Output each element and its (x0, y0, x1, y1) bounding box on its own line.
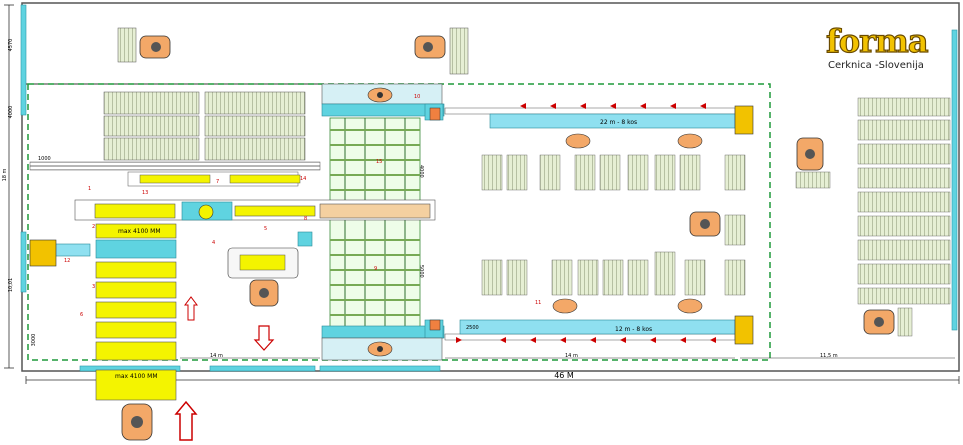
dim-height-top: 4570 (8, 39, 14, 52)
bottom-left-feeder (95, 369, 177, 401)
mid-blue-unit (297, 231, 313, 247)
forklift-right-mid (689, 211, 721, 237)
label-max-bottom: max 4100 MM (115, 373, 158, 380)
forklift-center-top (367, 87, 393, 103)
num-13: 13 (142, 190, 148, 196)
forklift-right-upper (565, 133, 703, 149)
forklift-right-lower (552, 298, 703, 314)
storage-stacks-top-left (103, 91, 306, 161)
num-7: 7 (216, 179, 219, 185)
central-roller-grid (329, 117, 421, 331)
inbound-arrow-bottom (174, 400, 198, 441)
dim-v-mid-1: 4000 (418, 165, 424, 178)
forklift-top-1 (117, 27, 171, 63)
conveyor-bottom-right (444, 315, 754, 345)
num-6: 6 (80, 312, 83, 318)
conveyor-top-right (444, 105, 754, 135)
num-4: 4 (212, 240, 215, 246)
top-pallet-line (127, 171, 301, 187)
wall-left (20, 4, 27, 116)
num-15: 15 (376, 159, 382, 165)
dim-v-mid-2: 5000 (418, 265, 424, 278)
label-max-main: max 4100 MM (118, 228, 161, 235)
num-9: 9 (374, 266, 377, 272)
brand-location: Cerknica -Slovenija (828, 60, 924, 71)
dim-height-mid: 4000 (8, 106, 14, 119)
dim-seg-left: 14 m (210, 353, 223, 359)
forklift-center-bottom (367, 341, 393, 357)
brand-logo: forma (826, 22, 928, 60)
stacks-right-upper (481, 154, 746, 246)
central-conveyor-top (321, 103, 445, 117)
direction-arrows-bottom (456, 337, 716, 343)
dim-height-lower: 10,01 (8, 278, 14, 292)
forklift-far-right-top (795, 137, 831, 189)
num-3: 3 (92, 284, 95, 290)
forklift-mid (249, 279, 279, 307)
stacks-right-lower (481, 251, 746, 296)
num-14: 14 (300, 176, 306, 182)
num-11: 11 (535, 300, 541, 306)
direction-arrows-top (520, 103, 706, 109)
wall-left-lower (20, 231, 27, 293)
machine-numbers: 1 2 3 4 5 6 7 8 9 10 11 12 13 14 15 (64, 94, 541, 318)
dim-total-width: 46 M (554, 371, 574, 380)
main-process-line (29, 161, 436, 221)
label-left-side: 1000 (38, 156, 51, 162)
storage-stacks-far-right (857, 97, 951, 305)
wall-bottom-2 (209, 365, 316, 372)
num-5: 5 (264, 226, 267, 232)
num-1: 1 (88, 186, 91, 192)
forklift-bottom-left (121, 403, 153, 441)
label-bottom-small: 2500 (466, 325, 479, 331)
num-12: 12 (64, 258, 70, 264)
label-conveyor-top: 22 m - 8 kos (600, 119, 637, 126)
wall-right (951, 29, 958, 331)
forklift-far-right-bottom (863, 307, 913, 337)
dim-height-total: 18 m (2, 168, 8, 181)
inbound-arrow-mid (184, 296, 198, 321)
dim-seg-far: 11,5 m (820, 353, 838, 359)
dim-height-bottom: 3000 (31, 334, 37, 347)
outbound-arrow-down (253, 325, 275, 351)
wall-bottom-3 (319, 365, 441, 372)
left-pallet-stack (95, 223, 177, 361)
num-2: 2 (92, 224, 95, 230)
left-yellow-box (29, 239, 57, 267)
num-8: 8 (304, 216, 307, 222)
forklift-top-2 (414, 27, 469, 75)
num-10: 10 (414, 94, 420, 100)
dim-seg-right: 14 m (565, 353, 578, 359)
label-conveyor-bottom: 12 m - 8 kos (615, 326, 652, 333)
